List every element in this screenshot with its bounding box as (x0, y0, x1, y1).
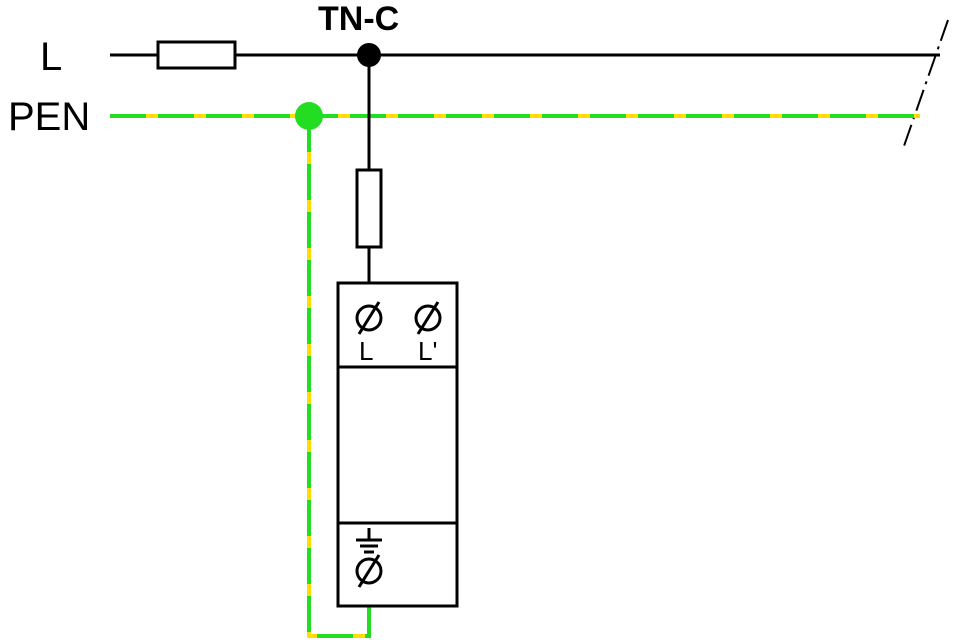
terminal-l-prime-label: L' (418, 336, 437, 366)
pen-tap-wire (307, 116, 371, 638)
terminal-l-label: L (359, 336, 373, 366)
earth-ground-icon (356, 528, 382, 554)
surge-protection-device (336, 281, 459, 608)
terminal-screw-earth-icon (355, 554, 383, 588)
line-junction-dot (357, 43, 381, 67)
pen-junction-dot (295, 102, 323, 130)
terminal-screw-l-prime-icon (414, 301, 442, 335)
main-fuse (156, 40, 237, 70)
conductor-break-symbol (903, 19, 949, 147)
branch-fuse (355, 168, 383, 249)
line-conductor-label: L (40, 35, 62, 79)
terminal-screw-l-icon (355, 301, 383, 335)
system-title: TN-C (318, 0, 399, 38)
pen-conductor-label: PEN (8, 95, 90, 139)
